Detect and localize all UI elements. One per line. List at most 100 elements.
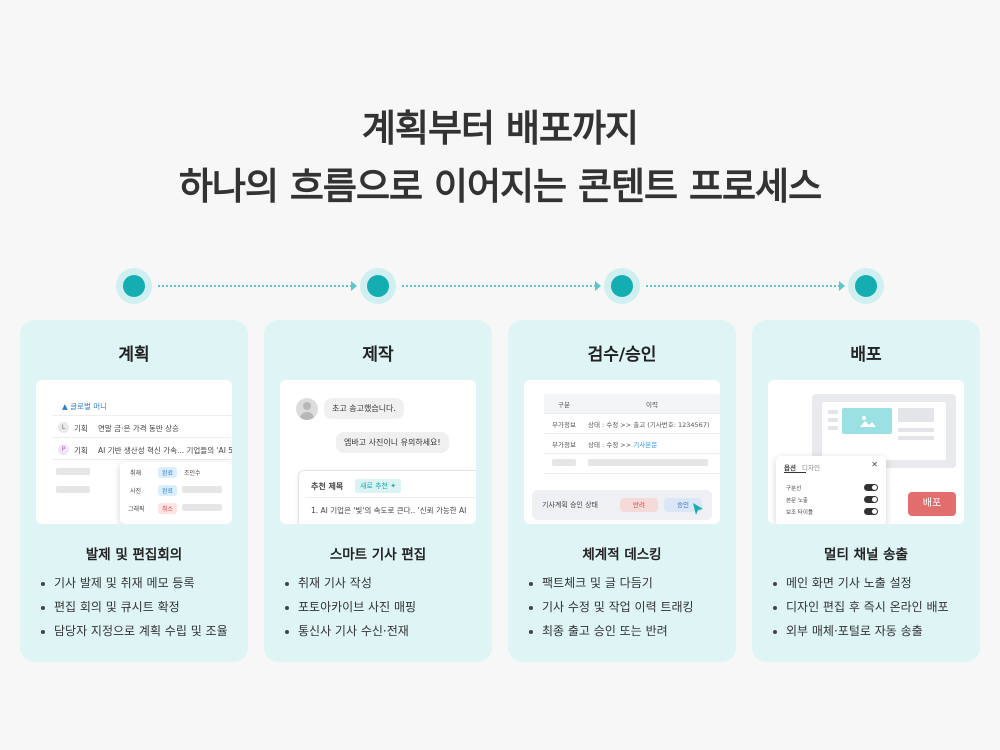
recommend-button[interactable]: 새로 추천 ✦ xyxy=(355,479,402,493)
row-value: 상태 : 수정 >> xyxy=(588,440,634,449)
approval-panel: 기사계획 승인 상태 반려 승인 xyxy=(532,490,712,520)
table-row: 부가정보 상태 : 수정 >> 출고 (기사번호: 1234567) xyxy=(544,414,720,434)
connector-line xyxy=(646,285,840,287)
approval-label: 기사계획 승인 상태 xyxy=(542,501,598,509)
article-link[interactable]: 기사본문 xyxy=(633,440,658,449)
list-item: 취재 기사 작성 xyxy=(284,571,416,595)
list-item: 최종 출고 승인 또는 반려 xyxy=(528,619,694,643)
cursor-icon xyxy=(693,503,703,515)
page-preview xyxy=(812,394,956,468)
tab-design[interactable]: 디자인 xyxy=(802,464,820,472)
popup-header: 조인수 xyxy=(184,470,201,477)
hero: 계획부터 배포까지 하나의 흐름으로 이어지는 콘텐트 프로세스 xyxy=(0,100,1000,216)
card-review: 검수/승인 구분 이력 부가정보 상태 : 수정 >> 출고 (기사번호: 12… xyxy=(508,320,736,662)
divider xyxy=(305,497,476,498)
card-subtitle: 스마트 기사 편집 xyxy=(329,547,427,563)
deploy-button[interactable]: 배포 xyxy=(908,492,956,516)
section-header: ▲ 글로벌 머니 xyxy=(52,394,232,416)
list-item: 기사 발제 및 취재 메모 등록 xyxy=(40,571,228,595)
title-recommendation-panel: 추천 제목 새로 추천 ✦ 1. AI 기업은 '빛'의 속도로 큰다.. '신… xyxy=(298,470,476,524)
toggle-switch[interactable] xyxy=(864,508,878,515)
card-plan: 계획 ▲ 글로벌 머니 L 기획 연말 금·은 가격 동반 상승 P 기획 AI… xyxy=(20,320,248,662)
rec-item[interactable]: 1. AI 기업은 '빛'의 속도로 큰다.. '신뢰 가능한 AI xyxy=(311,506,467,515)
step-dot-1 xyxy=(116,268,152,304)
option-label: 구분선 xyxy=(786,486,802,492)
step-dot-3 xyxy=(604,268,640,304)
card-title: 계획 xyxy=(118,345,150,365)
chat-message: 엠바고 사진이니 유의하세요! xyxy=(336,432,449,453)
placeholder-bar xyxy=(56,486,90,493)
list-item: 기사 수정 및 작업 이력 트래킹 xyxy=(528,595,694,619)
badge-p: P xyxy=(58,444,69,455)
popup-row-label: 사진 xyxy=(130,488,142,495)
placeholder-bar xyxy=(56,468,90,475)
status-badge: 완료 xyxy=(158,485,178,496)
reject-button[interactable]: 반려 xyxy=(620,498,658,512)
hero-title-line-2: 하나의 흐름으로 이어지는 콘텐트 프로세스 xyxy=(178,165,822,208)
arrow-icon xyxy=(595,281,601,291)
feature-list: 메인 화면 기사 노출 설정 디자인 편집 후 즉시 온라인 배포 외부 매체·… xyxy=(772,571,949,643)
popup-row-label: 그래픽 xyxy=(128,506,145,513)
connector-line xyxy=(158,285,352,287)
row-type: 기획 xyxy=(74,446,88,455)
option-label: 보조 타이틀 xyxy=(786,510,814,516)
toggle-switch[interactable] xyxy=(864,496,878,503)
row-title: AI 기반 생산성 혁신 가속... 기업들의 'AI 5 xyxy=(98,446,232,455)
column-header: 이력 xyxy=(646,400,658,409)
list-item: 외부 매체·포털로 자동 송출 xyxy=(772,619,949,643)
list-item: 포토아카이브 사진 매핑 xyxy=(284,595,416,619)
review-screenshot: 구분 이력 부가정보 상태 : 수정 >> 출고 (기사번호: 1234567)… xyxy=(524,380,720,524)
plan-screenshot: ▲ 글로벌 머니 L 기획 연말 금·은 가격 동반 상승 P 기획 AI 기반… xyxy=(36,380,232,524)
process-timeline xyxy=(0,268,1000,304)
table-row xyxy=(544,454,720,474)
list-item: 디자인 편집 후 즉시 온라인 배포 xyxy=(772,595,949,619)
placeholder-bar xyxy=(182,486,222,493)
table-header: 구분 이력 xyxy=(544,394,720,414)
rec-label: 추천 제목 xyxy=(311,482,344,491)
connector-line xyxy=(402,285,596,287)
close-icon[interactable]: ✕ xyxy=(871,460,878,469)
history-table: 구분 이력 부가정보 상태 : 수정 >> 출고 (기사번호: 1234567)… xyxy=(544,394,720,474)
chat-message: 초고 송고했습니다. xyxy=(324,398,404,419)
deploy-screenshot: 옵션 디자인 ✕ 구분선 본문 노출 보조 타이틀 배포 xyxy=(768,380,964,524)
badge-l: L xyxy=(58,422,69,433)
user-avatar-icon xyxy=(296,398,318,420)
card-deploy: 배포 옵션 디자인 ✕ 구분선 본문 노출 보조 타이틀 배포 xyxy=(752,320,980,662)
card-subtitle: 체계적 데스킹 xyxy=(582,547,662,563)
list-item: 편집 회의 및 큐시트 확정 xyxy=(40,595,228,619)
step-dot-2 xyxy=(360,268,396,304)
list-item: 메인 화면 기사 노출 설정 xyxy=(772,571,949,595)
list-item: 담당자 지정으로 계획 수립 및 조율 xyxy=(40,619,228,643)
step-dot-4 xyxy=(848,268,884,304)
popup-header: 취재 xyxy=(130,470,142,477)
table-row: P 기획 AI 기반 생산성 혁신 가속... 기업들의 'AI 5 xyxy=(52,438,232,460)
row-title: 연말 금·은 가격 동반 상승 xyxy=(98,424,179,433)
card-subtitle: 멀티 채널 송출 xyxy=(824,547,908,563)
tab-options[interactable]: 옵션 xyxy=(784,464,796,472)
list-item: 팩트체크 및 글 다듬기 xyxy=(528,571,694,595)
arrow-icon xyxy=(351,281,357,291)
feature-list: 취재 기사 작성 포토아카이브 사진 매핑 통신사 기사 수신·전재 xyxy=(284,571,416,643)
placeholder-bar xyxy=(182,504,222,511)
card-subtitle: 발제 및 편집회의 xyxy=(85,547,183,563)
row-value: 상태 : 수정 >> 출고 (기사번호: 1234567) xyxy=(588,420,710,429)
list-item: 통신사 기사 수신·전재 xyxy=(284,619,416,643)
approve-button[interactable]: 승인 xyxy=(664,498,702,512)
row-type: 기획 xyxy=(74,424,88,433)
hero-title-line-1: 계획부터 배포까지 xyxy=(361,107,639,150)
card-produce: 제작 초고 송고했습니다. 엠바고 사진이니 유의하세요! 추천 제목 새로 추… xyxy=(264,320,492,662)
options-panel: 옵션 디자인 ✕ 구분선 본문 노출 보조 타이틀 xyxy=(776,456,886,524)
image-icon xyxy=(842,408,892,434)
table-row: 부가정보 상태 : 수정 >> 기사본문 xyxy=(544,434,720,454)
card-title: 제작 xyxy=(362,345,394,365)
status-badge: 취소 xyxy=(158,503,178,514)
feature-list: 기사 발제 및 취재 메모 등록 편집 회의 및 큐시트 확정 담당자 지정으로… xyxy=(40,571,228,643)
table-row: L 기획 연말 금·은 가격 동반 상승 xyxy=(52,416,232,438)
produce-screenshot: 초고 송고했습니다. 엠바고 사진이니 유의하세요! 추천 제목 새로 추천 ✦… xyxy=(280,380,476,524)
feature-list: 팩트체크 및 글 다듬기 기사 수정 및 작업 이력 트래킹 최종 출고 승인 … xyxy=(528,571,694,643)
assignment-popup: 취재 완료 조인수 사진 완료 그래픽 취소 xyxy=(120,462,232,524)
arrow-icon xyxy=(839,281,845,291)
option-label: 본문 노출 xyxy=(786,498,808,504)
column-header: 구분 xyxy=(558,400,570,409)
toggle-switch[interactable] xyxy=(864,484,878,491)
